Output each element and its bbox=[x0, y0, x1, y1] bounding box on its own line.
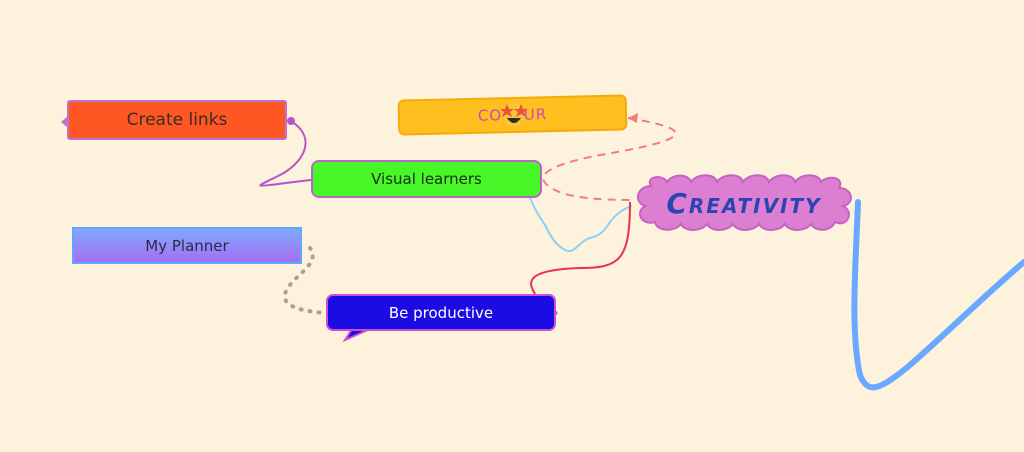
arrowhead bbox=[628, 113, 638, 123]
connector-creativity-be-productive[interactable] bbox=[530, 201, 631, 295]
freehand-stroke[interactable] bbox=[851, 199, 1024, 391]
connector-create-links-visual-learners[interactable] bbox=[259, 120, 312, 187]
node-label: Creativity bbox=[666, 186, 822, 220]
connector-handle[interactable] bbox=[287, 117, 295, 125]
connector-my-planner-be-productive[interactable] bbox=[282, 246, 328, 315]
node-create-links[interactable]: Create links bbox=[61, 100, 287, 140]
node-label: Visual learners bbox=[371, 170, 482, 188]
node-my-planner[interactable]: My Planner bbox=[72, 227, 302, 264]
node-label: Be productive bbox=[388, 303, 494, 322]
star-struck-emoji-icon bbox=[500, 104, 528, 126]
connector-visual-learners-creativity[interactable] bbox=[529, 197, 633, 252]
node-be-productive[interactable]: Be productive bbox=[326, 294, 556, 331]
node-visual-learners[interactable]: Visual learners bbox=[311, 160, 542, 198]
node-label: My Planner bbox=[145, 236, 229, 255]
node-creativity[interactable]: Creativity bbox=[633, 174, 855, 232]
cloud-shape bbox=[636, 174, 852, 231]
node-label: Create links bbox=[126, 110, 228, 130]
